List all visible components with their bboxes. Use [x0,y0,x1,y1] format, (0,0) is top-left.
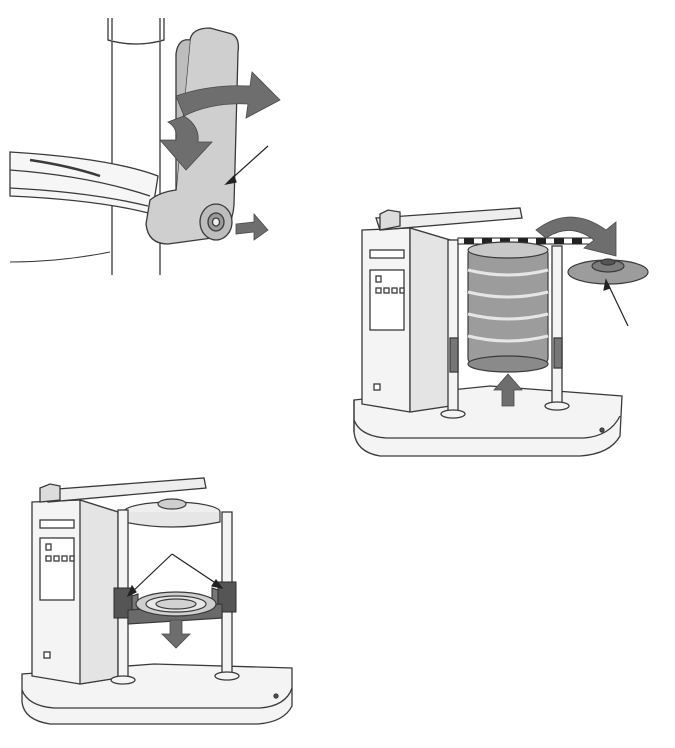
motor-housing [361,227,451,413]
pointer-arrow-icon [603,278,629,327]
clamp-lever-illustration [9,18,281,275]
down-arrow-icon [161,619,191,649]
guide-columns [440,239,570,419]
bottom-pan [127,591,223,625]
top-arm [375,207,523,231]
rotate-arrow-icon [159,71,281,171]
pointer-arrow-icon [126,553,224,598]
curved-arrow-icon [535,216,617,257]
sieve-shaker-with-stack [353,207,649,457]
sieve-lid [567,258,649,285]
clamp-lever-detail-panel [0,0,300,275]
sieve-stack [467,241,549,373]
push-arrow-icon [235,212,269,241]
pointer-arrow-icon [224,145,269,185]
sieve-stack-panel [340,200,660,480]
top-lid [123,498,221,528]
sieve-shaker-open [21,477,293,725]
sieve-rim [9,151,159,263]
up-arrow-icon [493,373,523,407]
top-arm [39,477,207,503]
motor-housing [31,499,119,685]
bottom-pan-panel [14,470,314,740]
